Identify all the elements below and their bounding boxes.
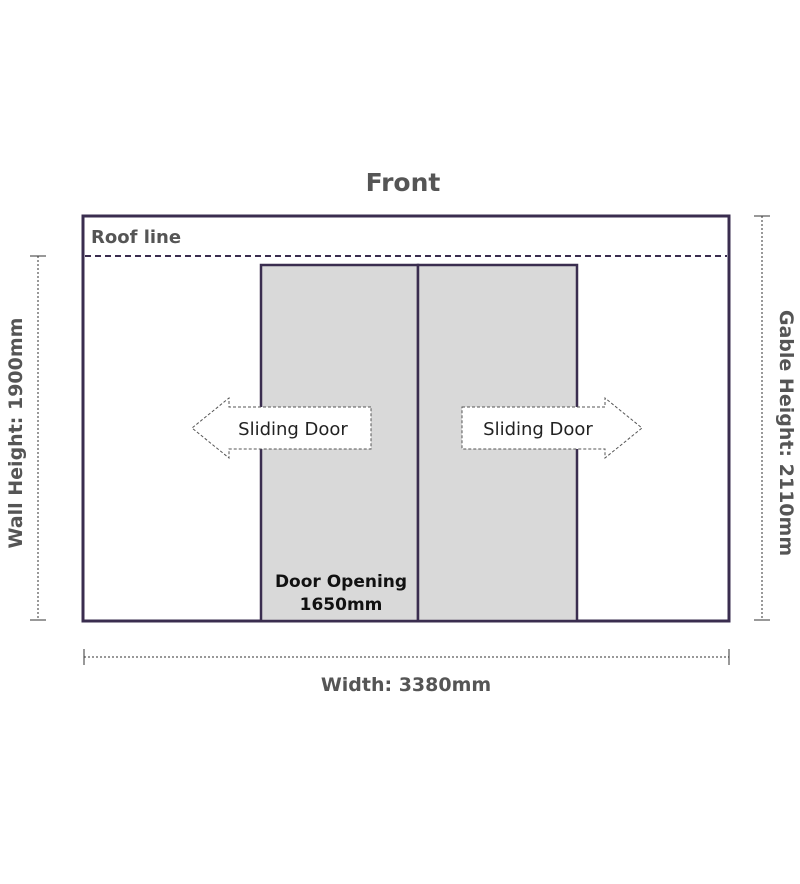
diagram-title: Front [366, 168, 441, 197]
sliding-door-right-label: Sliding Door [483, 419, 593, 440]
sliding-door-left-label: Sliding Door [238, 419, 348, 440]
gable-height-dimension [754, 215, 770, 621]
wall-height-dimension [30, 255, 46, 621]
roof-line-label: Roof line [91, 227, 181, 248]
gable-height-label: Gable Height: 2110mm [775, 310, 797, 556]
door-opening-size: 1650mm [300, 595, 383, 615]
door-opening-label: Door Opening [275, 572, 407, 592]
sliding-door-left-arrow [191, 396, 372, 460]
wall-height-label: Wall Height: 1900mm [5, 318, 27, 549]
width-dimension [83, 649, 730, 665]
sliding-door-right-arrow [461, 396, 643, 460]
width-label: Width: 3380mm [321, 674, 491, 696]
